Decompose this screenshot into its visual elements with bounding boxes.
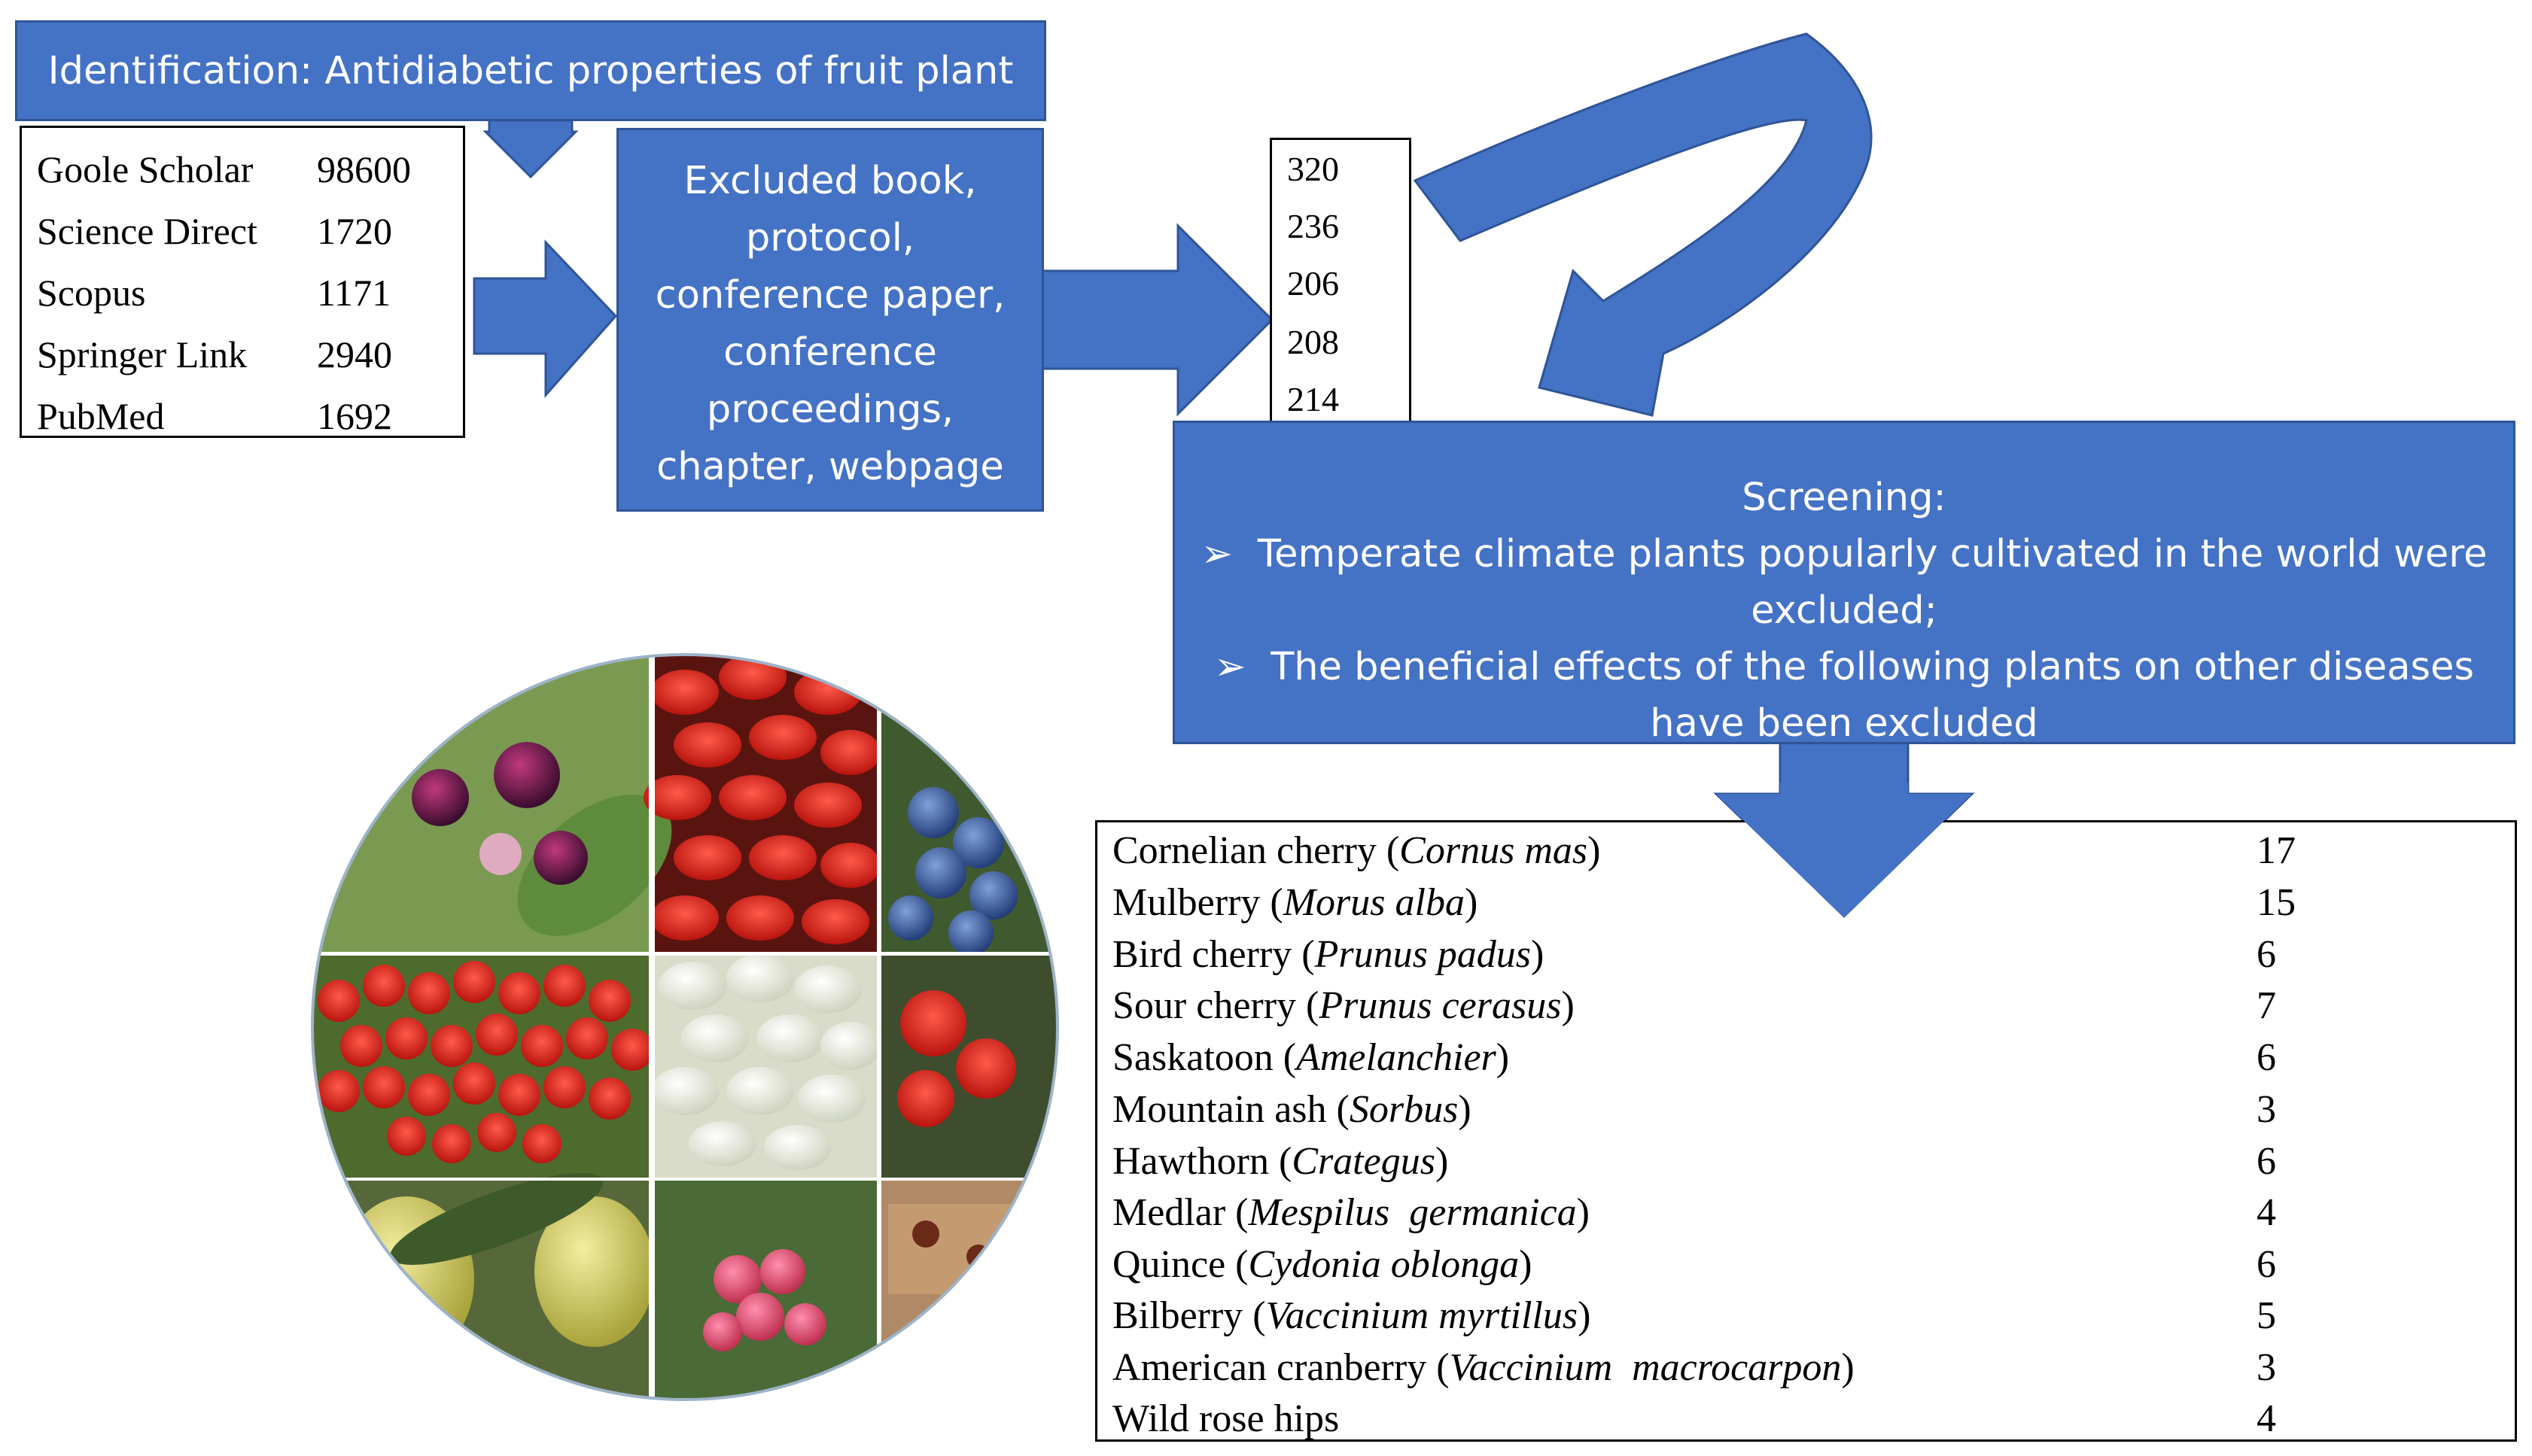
plant-name: Wild rose hips: [1112, 1397, 1340, 1440]
arrow-bullet-icon: ➢: [1201, 532, 1234, 576]
plant-name: Sour cherry (Prunus cerasus): [1112, 984, 1575, 1027]
screening-bullet-1: ➢ Temperate climate plants popularly cul…: [1175, 526, 2513, 582]
source-count: 1171: [317, 272, 391, 314]
plant-count: 6: [2257, 933, 2276, 976]
excluded-line: Excluded book,: [683, 159, 977, 203]
count-value: 206: [1287, 264, 1339, 302]
plant-count: 17: [2257, 829, 2296, 872]
table-row: American cranberry (Vaccinium macrocarpo…: [1112, 1342, 2497, 1394]
source-name: PubMed: [37, 395, 165, 437]
down-arrow-identification: [482, 119, 579, 179]
plant-count: 5: [2257, 1294, 2276, 1337]
identification-text: Identification: Antidiabetic properties …: [47, 48, 1014, 93]
excluded-line: conference paper,: [655, 273, 1006, 318]
table-row: Mulberry (Morus alba) 15: [1112, 877, 2497, 929]
plant-count: 3: [2257, 1088, 2276, 1131]
screening-bullet-1-cont: excluded;: [1751, 588, 1937, 633]
table-row: Bilberry (Vaccinium myrtillus) 5: [1112, 1290, 2497, 1342]
screening-title: Screening:: [1742, 476, 1946, 520]
table-row: Bird cherry (Prunus padus) 6: [1112, 929, 2497, 980]
source-name: Goole Scholar: [37, 148, 254, 190]
source-name: Science Direct: [37, 210, 257, 252]
sources-box: Goole Scholar 98600 Science Direct 1720 …: [20, 126, 465, 438]
table-row: Mountain ash (Sorbus) 3: [1112, 1084, 2497, 1135]
plant-name: American cranberry (Vaccinium macrocarpo…: [1112, 1346, 1855, 1389]
table-row: Saskatoon (Amelanchier) 6: [1112, 1032, 2497, 1084]
table-row: Cornelian cherry (Cornus mas) 17: [1112, 825, 2497, 877]
source-count: 1692: [317, 395, 392, 437]
plant-count: 6: [2257, 1243, 2276, 1286]
source-row: Scopus 1171: [37, 266, 455, 319]
right-arrow-excluded: [1041, 223, 1274, 417]
plant-name: Mulberry (Morus alba): [1112, 881, 1478, 924]
table-row: Wild rose hips 4: [1112, 1393, 2497, 1445]
count-value: 214: [1287, 380, 1339, 418]
source-row: PubMed 1692: [37, 390, 455, 442]
plant-count: 7: [2257, 984, 2276, 1027]
counts-box: 320 236 206 208 214: [1270, 138, 1411, 429]
screening-box: Screening: ➢ Temperate climate plants po…: [1173, 421, 2515, 746]
plant-name: Bilberry (Vaccinium myrtillus): [1112, 1294, 1591, 1337]
excluded-line: protocol,: [745, 216, 915, 260]
count-value: 208: [1287, 323, 1339, 361]
plant-count: 3: [2257, 1346, 2276, 1389]
screening-bullet-2-cont: have been excluded: [1650, 701, 2038, 746]
plant-count: 6: [2257, 1036, 2276, 1079]
table-row: Quince (Cydonia oblonga) 6: [1112, 1239, 2497, 1290]
excluded-line: proceedings,: [706, 388, 954, 432]
table-row: Medlar (Mespilus germanica) 4: [1112, 1187, 2497, 1239]
plant-count: 15: [2257, 881, 2296, 924]
plant-count: 6: [2257, 1140, 2276, 1183]
source-name: Scopus: [37, 272, 146, 314]
source-count: 1720: [317, 210, 392, 252]
table-row: Sour cherry (Prunus cerasus) 7: [1112, 980, 2497, 1032]
source-row: Goole Scholar 98600: [37, 143, 455, 196]
count-value: 320: [1287, 150, 1339, 188]
source-count: 2940: [317, 333, 392, 375]
screening-bullet-1-text: Temperate climate plants popularly culti…: [1257, 532, 2488, 576]
source-name: Springer Link: [37, 333, 248, 375]
table-row: Hawthorn (Crategus) 6: [1112, 1135, 2497, 1187]
plant-name: Saskatoon (Amelanchier): [1112, 1036, 1510, 1079]
plant-name: Medlar (Mespilus germanica): [1112, 1191, 1590, 1234]
identification-box: Identification: Antidiabetic properties …: [15, 20, 1046, 121]
source-row: Springer Link 2940: [37, 328, 455, 381]
screening-bullet-2: ➢ The beneficial effects of the followin…: [1175, 639, 2513, 695]
plants-table: Cornelian cherry (Cornus mas) 17 Mulberr…: [1095, 820, 2517, 1442]
right-arrow-sources: [473, 239, 618, 398]
count-value: 236: [1287, 207, 1339, 245]
plant-count: 4: [2257, 1397, 2276, 1440]
plant-name: Hawthorn (Crategus): [1112, 1140, 1449, 1183]
arrow-bullet-icon: ➢: [1213, 645, 1246, 689]
plant-name: Bird cherry (Prunus padus): [1112, 933, 1544, 976]
plant-name: Quince (Cydonia oblonga): [1112, 1243, 1532, 1286]
excluded-line: chapter, webpage: [656, 445, 1004, 489]
excluded-line: conference: [723, 330, 937, 375]
excluded-box: Excluded book, protocol, conference pape…: [616, 128, 1044, 512]
plant-count: 4: [2257, 1191, 2276, 1234]
screening-bullet-2-text: The beneficial effects of the following …: [1271, 645, 2475, 689]
plant-name: Cornelian cherry (Cornus mas): [1112, 829, 1601, 872]
curved-loop-arrow: [1413, 32, 1873, 417]
source-count: 98600: [317, 148, 411, 190]
plant-name: Mountain ash (Sorbus): [1112, 1088, 1471, 1131]
source-row: Science Direct 1720: [37, 205, 455, 257]
